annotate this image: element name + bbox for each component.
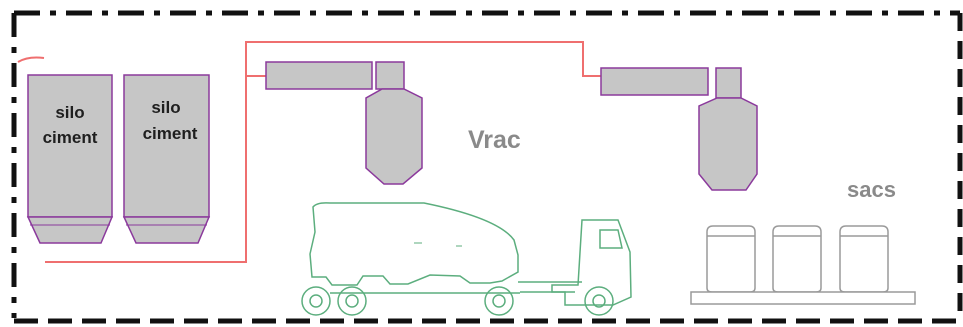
silo-1: silo ciment xyxy=(26,74,114,244)
bulk-loader-1 xyxy=(265,61,423,185)
silo-2: silo ciment xyxy=(122,74,211,244)
silo-2-body xyxy=(123,74,210,218)
pipe-network xyxy=(17,41,602,263)
silo-2-label-line1: silo xyxy=(151,98,180,117)
sacs-label: sacs xyxy=(847,177,896,202)
silo-1-body xyxy=(27,74,113,218)
silo-1-label-line1: silo xyxy=(55,103,84,122)
silo-1-hopper xyxy=(26,216,114,244)
truck-window xyxy=(599,229,623,249)
bulk-loader-2 xyxy=(600,67,758,191)
truck-wheels xyxy=(301,286,614,316)
silo-1-label-line2: ciment xyxy=(43,128,98,147)
sack-pallet xyxy=(690,225,916,305)
pipe-main xyxy=(45,41,602,263)
loading-hopper-2 xyxy=(698,97,758,191)
vrac-label: Vrac xyxy=(468,126,521,154)
conveyor-head-1 xyxy=(375,61,405,90)
conveyor-head-2 xyxy=(715,67,742,99)
screw-conveyor-2 xyxy=(600,67,709,96)
silo-2-hopper xyxy=(122,216,211,244)
pallet xyxy=(690,291,916,305)
dashed-boundary-frame xyxy=(11,10,963,324)
truck-trailer xyxy=(309,202,519,286)
silo-2-label-line2: ciment xyxy=(143,124,198,143)
screw-conveyor-1 xyxy=(265,61,373,90)
truck-cab xyxy=(551,219,632,306)
loading-hopper-1 xyxy=(365,88,423,185)
pipe-stub xyxy=(17,56,45,63)
bulk-truck xyxy=(301,202,632,316)
